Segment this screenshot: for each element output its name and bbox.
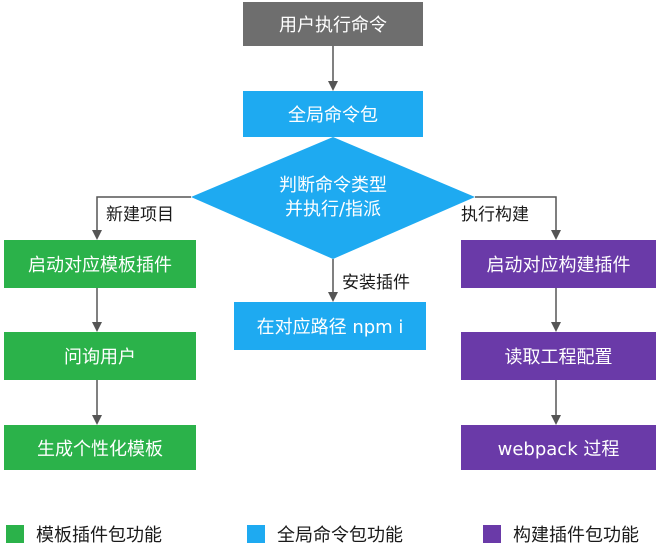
node-ask-user: 问询用户 (4, 332, 196, 380)
legend-item-template: 模板插件包功能 (6, 521, 162, 547)
legend-label-build: 构建插件包功能 (513, 525, 639, 546)
node-webpack: webpack 过程 (461, 425, 656, 470)
arrow-execute-build (475, 196, 561, 240)
node-read-config: 读取工程配置 (461, 332, 656, 380)
arrow-new-project (92, 196, 191, 240)
legend-item-global: 全局命令包功能 (247, 521, 403, 547)
legend-label-global: 全局命令包功能 (277, 525, 403, 546)
legend-swatch-purple (483, 525, 501, 543)
node-generate-template: 生成个性化模板 (4, 425, 196, 470)
legend-swatch-blue (247, 525, 265, 543)
node-global-package-label: 全局命令包 (288, 105, 378, 126)
node-global-package: 全局命令包 (243, 91, 423, 137)
node-start-template-label: 启动对应模板插件 (28, 255, 172, 276)
decision-line-2: 并执行/指派 (284, 199, 382, 220)
node-ask-user-label: 问询用户 (64, 347, 136, 368)
edge-label-install-plugin: 安装插件 (342, 273, 410, 293)
node-install-path-label: 在对应路径 npm i (256, 317, 404, 338)
decision-text: 判断命令类型 并执行/指派 (243, 174, 423, 222)
node-webpack-label: webpack 过程 (497, 438, 620, 460)
decision-line-1: 判断命令类型 (279, 175, 387, 196)
node-install-path: 在对应路径 npm i (234, 302, 426, 350)
legend-label-template: 模板插件包功能 (36, 525, 162, 546)
legend-item-build: 构建插件包功能 (483, 521, 639, 547)
decision-diamond (191, 137, 475, 259)
node-user-command-label: 用户执行命令 (279, 15, 387, 36)
node-start-template: 启动对应模板插件 (4, 240, 196, 288)
edge-label-new-project: 新建项目 (106, 205, 174, 225)
legend-swatch-green (6, 525, 24, 543)
node-user-command: 用户执行命令 (243, 2, 423, 46)
node-start-build-label: 启动对应构建插件 (486, 255, 631, 276)
node-read-config-label: 读取工程配置 (504, 347, 613, 368)
node-start-build: 启动对应构建插件 (461, 240, 656, 288)
edge-label-execute-build: 执行构建 (461, 205, 529, 225)
node-generate-template-label: 生成个性化模板 (37, 438, 163, 460)
